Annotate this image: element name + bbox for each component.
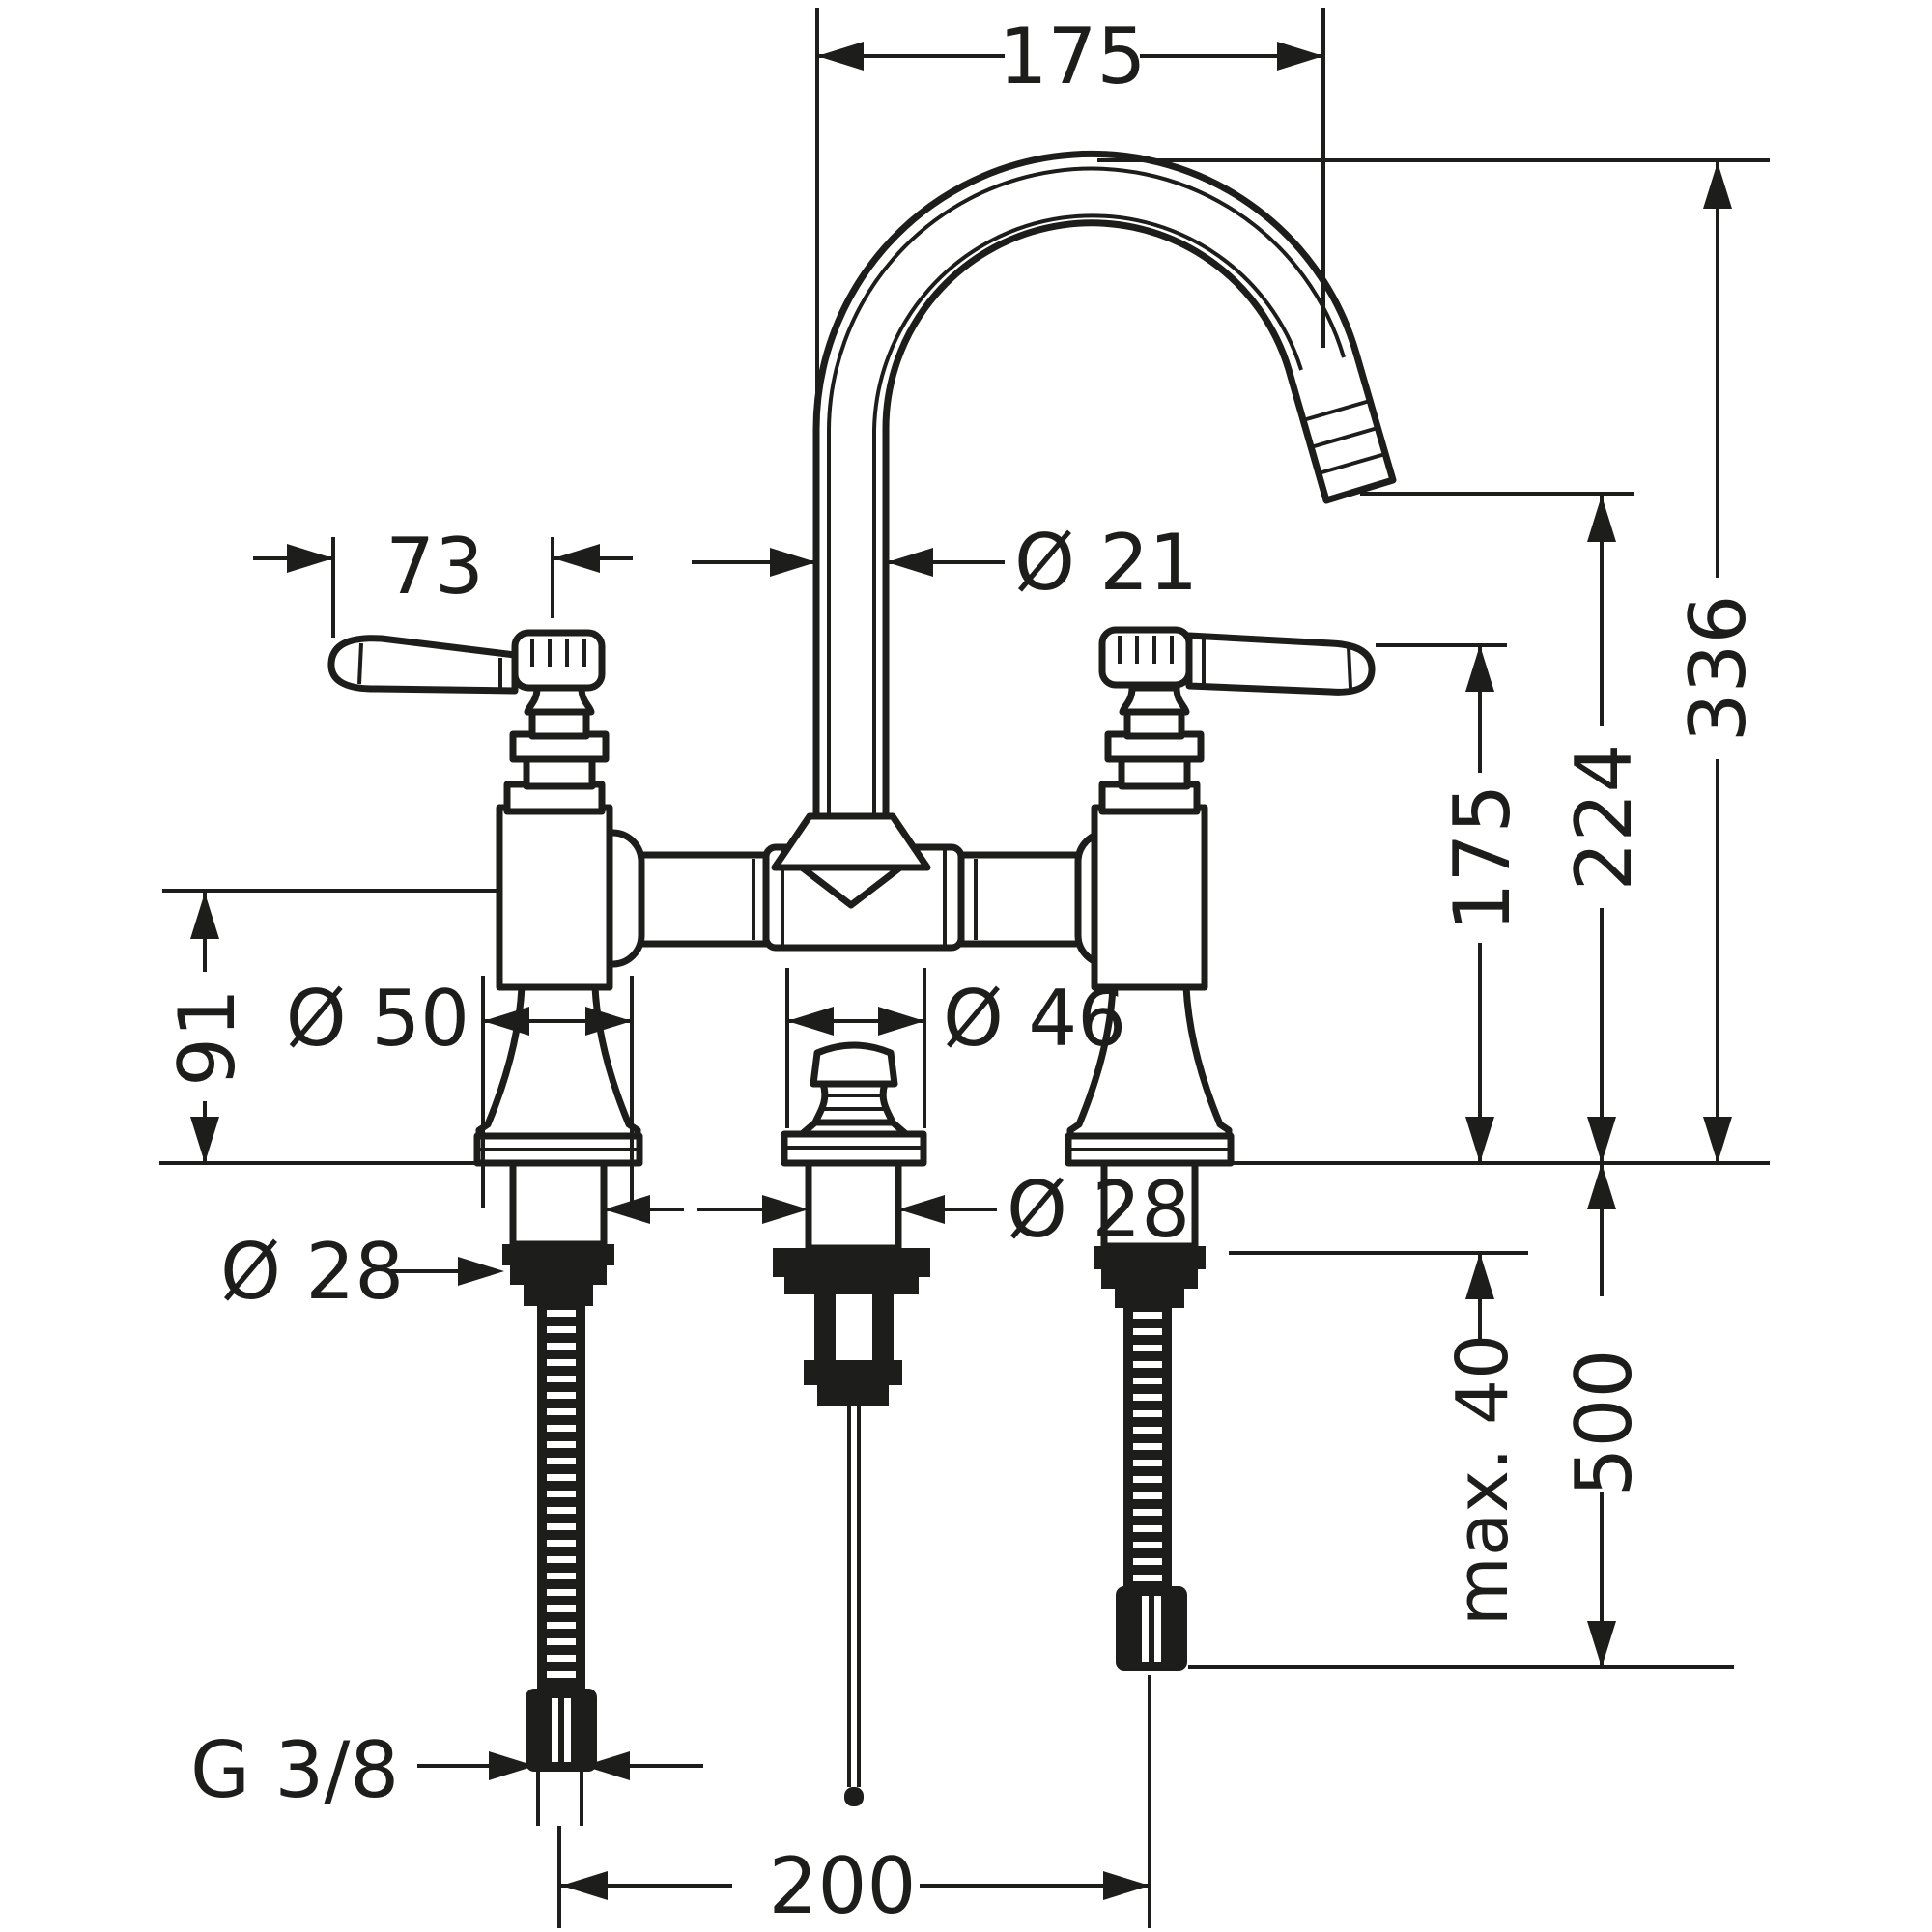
left-handle-boss: [511, 629, 606, 692]
arrow-escutcheon-left: [483, 1007, 529, 1036]
dimension-lines: [190, 42, 1732, 1900]
left-valve-column: [496, 804, 613, 991]
spout-wall-line-right: [872, 213, 1303, 831]
arrow-escutcheon-right: [585, 1007, 632, 1036]
right-connector-slot-a: [1142, 1596, 1149, 1662]
right-handle-boss: [1098, 626, 1193, 689]
popup-knob-dome: [810, 1041, 898, 1088]
spout-wall-line-left: [827, 166, 1346, 831]
label-escutcheon-diameter: Ø 50: [286, 974, 469, 1064]
spout-aerator-bands: [1302, 399, 1386, 475]
right-handle-lever-lines: [1202, 638, 1352, 689]
right-valve-stem-cylinder: [1123, 708, 1185, 740]
arrow-body-height-bottom: [190, 1117, 219, 1163]
arrow-body-height-top: [190, 893, 219, 939]
extension-lines: [159, 8, 1770, 1928]
label-popup-flange-diameter: Ø 46: [943, 974, 1126, 1064]
right-valve-column: [1091, 804, 1208, 991]
label-handle-height: 175: [1437, 784, 1527, 932]
left-escutcheon: [475, 983, 641, 1140]
popup-knob-neck: [811, 1080, 896, 1126]
right-mounting-nut: [1094, 1246, 1206, 1308]
left-mounting-nut: [502, 1244, 614, 1306]
arrow-outlet-height-bottom: [1587, 1117, 1616, 1163]
arrow-handle-height-top: [1465, 645, 1494, 692]
arrow-hose-length-bottom: [1587, 1621, 1616, 1667]
arrow-top-reach-right: [1277, 42, 1323, 71]
label-handle-projection: 73: [385, 522, 484, 611]
arrow-hose-length-top: [1587, 1163, 1616, 1209]
tee-funnel: [771, 812, 931, 871]
arrow-spout-dia-right: [887, 548, 933, 577]
label-center-shank-diameter: Ø 28: [1007, 1165, 1190, 1255]
arrow-center-shank-left: [762, 1195, 809, 1224]
arrow-popup-flange-right: [878, 1007, 924, 1036]
left-handle-lever: [327, 635, 519, 695]
popup-guide-left: [814, 1294, 836, 1360]
arrow-center-shank-right: [898, 1195, 945, 1224]
arrow-spout-dia-left: [770, 548, 816, 577]
ext-popup-flange: [785, 968, 926, 1128]
left-connection-pipe: [536, 1772, 583, 1826]
label-body-height: 91: [162, 988, 252, 1087]
label-overall-height: 336: [1673, 595, 1763, 743]
label-hose-length: 500: [1559, 1350, 1649, 1497]
label-spout-diameter: Ø 21: [1014, 518, 1198, 608]
left-hose-connector: [526, 1689, 597, 1772]
label-valve-spacing: 200: [769, 1841, 917, 1931]
arrow-thread-left: [489, 1751, 535, 1780]
popup-guide-right: [872, 1294, 894, 1360]
arrow-left-shank: [458, 1257, 504, 1286]
right-hose-connector: [1116, 1586, 1187, 1671]
right-valve-neck: [1119, 684, 1190, 716]
label-outlet-height: 224: [1559, 744, 1649, 892]
arrow-popup-flange-left: [787, 1007, 834, 1036]
left-handle-knurl: [530, 639, 586, 667]
popup-rod-tip: [844, 1787, 864, 1806]
label-left-shank-diameter: Ø 28: [220, 1227, 404, 1317]
left-shank: [509, 1159, 608, 1248]
arrow-top-reach-left: [817, 42, 864, 71]
arrow-max40: [1465, 1253, 1494, 1299]
arrow-overall-height-bottom: [1703, 1117, 1732, 1163]
right-handle-lever: [1185, 632, 1376, 696]
popup-rod: [847, 1406, 861, 1787]
arrow-thread-right: [583, 1751, 630, 1780]
faucet-outline: [327, 150, 1397, 1826]
left-connector-slot-a: [552, 1698, 558, 1762]
arrow-73-left: [287, 544, 333, 573]
label-connection-thread: G 3/8: [190, 1725, 399, 1815]
arrow-spacing-left: [561, 1871, 608, 1900]
arrow-spacing-right: [1103, 1871, 1150, 1900]
arrow-outlet-height-top: [1587, 496, 1616, 542]
popup-lower-block: [804, 1360, 902, 1406]
left-valve-neck: [524, 684, 595, 716]
right-connector-slot-b: [1154, 1596, 1161, 1662]
arrow-73-right: [554, 544, 600, 573]
center-shank: [805, 1159, 902, 1252]
arrow-center-shank-far-left: [604, 1195, 650, 1224]
tee-funnel-notch: [798, 864, 904, 909]
left-valve-stem-cylinder: [528, 708, 590, 740]
right-handle-knurl: [1118, 636, 1174, 664]
label-top-reach: 175: [999, 12, 1147, 101]
popup-mounting-nut: [773, 1248, 930, 1294]
spout-tube: [812, 150, 1397, 846]
arrow-overall-height-top: [1703, 162, 1732, 209]
left-handle-lever-lines: [357, 642, 502, 690]
label-max-thickness: max. 40: [1441, 1334, 1524, 1626]
left-connector-slot-b: [564, 1698, 571, 1762]
dimension-labels: 175 Ø 21 73 336 224 175 91 Ø 50 Ø 46 Ø 2…: [162, 12, 1763, 1931]
ext-escutcheon: [481, 976, 634, 1208]
popup-knob-rings: [823, 1094, 885, 1111]
arrow-handle-height-bottom: [1465, 1117, 1494, 1163]
